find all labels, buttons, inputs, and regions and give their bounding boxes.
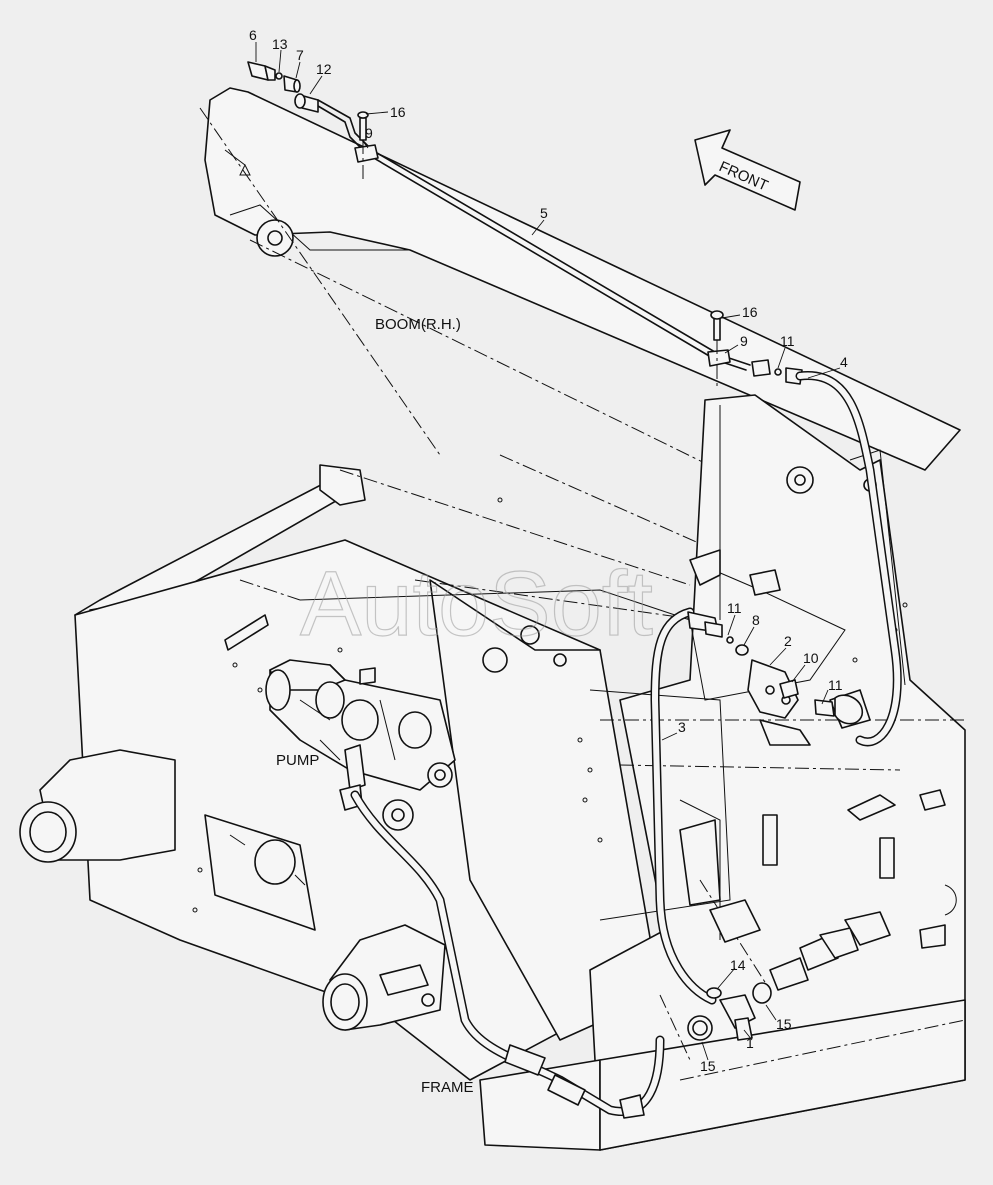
callout-2: 2 — [784, 633, 792, 649]
callout-13: 13 — [272, 36, 288, 52]
callout-3: 3 — [678, 719, 686, 735]
pump-label: PUMP — [276, 752, 319, 769]
boom-label: BOOM(R.H.) — [375, 316, 461, 333]
callout-10: 10 — [803, 650, 819, 666]
frame — [19, 394, 966, 1151]
boom-rh — [204, 87, 961, 471]
callout-16-upper: 16 — [390, 104, 406, 120]
callout-14: 14 — [730, 957, 746, 973]
fittings-lower — [687, 899, 891, 1041]
clamp-upper — [354, 111, 379, 180]
hose-3 — [650, 607, 717, 1005]
callout-5: 5 — [540, 205, 548, 221]
callout-9-upper: 9 — [365, 125, 373, 141]
callout-9-lower: 9 — [740, 333, 748, 349]
callout-15-right: 15 — [776, 1016, 792, 1032]
callout-8: 8 — [752, 612, 760, 628]
callout-7: 7 — [296, 47, 304, 63]
callout-11-lower: 11 — [828, 677, 843, 693]
callout-1: 1 — [746, 1035, 754, 1051]
callout-11-upper: 11 — [780, 333, 795, 349]
frame-reference-lines — [239, 469, 966, 1081]
clamp-lower — [707, 310, 731, 390]
callout-15-left: 15 — [700, 1058, 716, 1074]
leader-lines — [255, 42, 841, 1061]
callout-12: 12 — [316, 61, 332, 77]
callout-6: 6 — [249, 27, 257, 43]
pump — [265, 659, 456, 831]
region-labels: BOOM(R.H.) PUMP FRAME — [276, 316, 474, 1096]
callout-4: 4 — [840, 354, 848, 370]
watermark: AutoSoft — [300, 553, 653, 655]
callouts: 6 13 7 12 16 9 5 16 9 11 4 11 8 2 10 11 … — [249, 27, 848, 1074]
callout-11-mid: 11 — [727, 600, 742, 616]
hose-frame — [350, 790, 665, 1119]
front-arrow: FRONT — [694, 129, 801, 211]
fittings-top — [247, 61, 301, 93]
fittings-center — [687, 611, 863, 746]
callout-16-lower: 16 — [742, 304, 758, 320]
frame-label: FRAME — [421, 1079, 474, 1096]
